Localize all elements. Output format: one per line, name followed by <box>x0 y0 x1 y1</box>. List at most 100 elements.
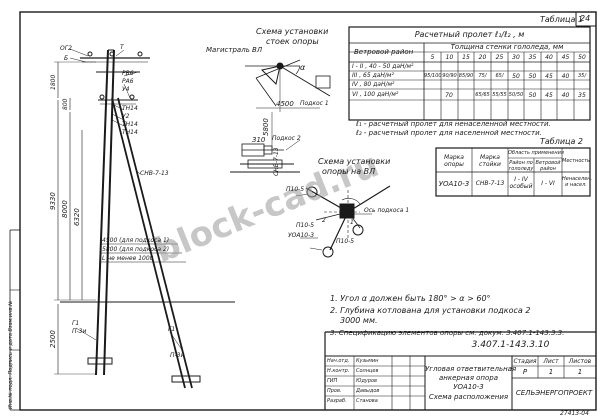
ice-col-20: 20 <box>478 54 487 61</box>
table1-note-2: ℓ₂ - расчетный пролет для населенной мес… <box>356 129 542 137</box>
table1-title: Таблица 1 <box>540 15 584 24</box>
ice-col-10: 10 <box>445 54 454 61</box>
role-check: Пров. <box>327 388 342 394</box>
note-3: 3. Спецификацию элементов опоры см. доку… <box>330 329 565 337</box>
ice-col-15: 15 <box>462 54 470 61</box>
table1-cell-r2-c3: 85/90 <box>458 73 474 79</box>
scheme-title-2: Схема установки <box>318 157 391 166</box>
scheme-number-1: 1 <box>350 219 354 226</box>
district-row-4: VI , 100 даН/м² <box>352 91 399 98</box>
document-code: 3.407.1-143.3.10 <box>471 340 550 350</box>
label-ra6: РА6 <box>122 78 134 85</box>
table1-cell-r4-c7: 50 <box>528 92 537 99</box>
table1-cell-r2-c5: 65/ <box>495 73 504 79</box>
table1-span-header: Расчетный пролет ℓ₁/ℓ₂ , м <box>414 30 525 39</box>
label-tn14-c: ТН14 <box>122 129 138 136</box>
sheet-value: 1 <box>548 368 554 376</box>
table2-header-terrain: Местность <box>562 158 590 164</box>
table1-cell-r4-c8: 45 <box>545 92 553 99</box>
table2-header-ice: Район по гололеду <box>508 160 534 172</box>
scheme-title-2b: опоры на ВЛ <box>322 167 376 176</box>
table1-cell-r2-c7: 50 <box>528 73 537 80</box>
role-head: Нач.отд. <box>327 358 350 364</box>
label-b: Б <box>64 55 69 62</box>
stage-value: Р <box>522 368 528 376</box>
label-tn14-a: ТН14 <box>122 105 138 112</box>
table1-cell-r4-c4: 65/65 <box>475 92 490 98</box>
label-side-stand: СНВ-7-13 <box>273 147 280 176</box>
table1-ice-header: Толщина стенки гололеда, мм <box>450 43 564 51</box>
dim-6320: 6320 <box>73 208 81 226</box>
table1-cell-r2-c6: 50 <box>512 73 520 80</box>
label-u4: У4 <box>122 86 130 93</box>
person-dev: Станова <box>356 398 378 404</box>
person-norm: Солнцев <box>356 368 379 374</box>
ice-col-25: 25 <box>495 54 504 61</box>
dim-5800: 5800 <box>262 118 270 136</box>
ice-col-45: 45 <box>561 54 570 61</box>
title-line-1: Угловая ответвительная <box>425 365 517 373</box>
dim-1800: 1800 <box>50 75 57 90</box>
label-t: Т <box>120 44 124 51</box>
table1-note-1: ℓ₁ - расчетный пролет для ненаселенной м… <box>356 120 551 128</box>
label-p10-5-a: П10-5 <box>286 186 305 193</box>
ice-col-50: 50 <box>578 54 586 61</box>
table1-cell-r4-c5: 55/55 <box>492 92 507 98</box>
table2-cell-pole: УОА10-3 <box>438 180 470 188</box>
district-row-1: I - II , 40 - 50 даН/м² <box>352 63 414 70</box>
role-dev: Разраб. <box>327 398 347 404</box>
label-axis-pod1: Ось подкоса 1 <box>364 207 410 214</box>
table1-cell-r2-c8: 45 <box>545 73 553 80</box>
table1-cell-r4-c6: 50/50 <box>508 92 524 98</box>
dim-8000: 8000 <box>61 200 69 218</box>
person-gip: Юдуров <box>356 378 377 384</box>
table1-cell-r4-c1: 70 <box>445 92 453 99</box>
scheme-number-2: 2 <box>322 217 326 224</box>
label-og2: ОГ2 <box>60 45 72 52</box>
note-2b: 3000 мм. <box>340 316 378 325</box>
label-pod2: Подкос 2 <box>272 135 301 142</box>
stage-label: Стадия <box>513 358 537 365</box>
dim-800: 800 <box>62 98 69 110</box>
note-1: 1. Угол α должен быть 180° > α > 60° <box>330 294 491 303</box>
dim-4500-top: 4500 <box>276 100 294 108</box>
scheme-title-1: Схема установки <box>256 27 329 36</box>
table2-header-pole: Марка опоры <box>444 154 464 168</box>
table1-cell-r2-c2: 90/90 <box>442 73 457 79</box>
table2-cell-stand: СНВ-7-13 <box>475 180 505 187</box>
table1-cell-r2-c4: 75/ <box>478 73 487 79</box>
title-line-4: Схема расположения <box>428 393 509 401</box>
ice-col-40: 40 <box>545 54 553 61</box>
table2-header-area: Область применения <box>508 150 564 156</box>
left-stamp: Инв.№ подл. Подпись и дата Взам.инв.№ <box>8 300 14 409</box>
table2-cell-wind: I - VI <box>541 180 555 187</box>
role-norm: Н.контр. <box>327 368 350 374</box>
sheet-label: Лист <box>543 358 559 365</box>
table1-row-header: Ветровой район <box>354 48 414 56</box>
label-uoa: УОА10-3 <box>288 232 315 239</box>
ice-col-35: 35 <box>528 54 537 61</box>
title-line-2: анкерная опора <box>438 374 499 382</box>
sheets-value: 1 <box>577 368 583 376</box>
district-row-2: III , 65 даН/м² <box>352 72 394 79</box>
table2-header-stand: Марка стойки <box>479 154 501 168</box>
table2-header-wind: Ветровой район <box>535 160 561 172</box>
label-p3u-b: П-3и <box>170 352 185 359</box>
dim-9330: 9330 <box>49 192 57 210</box>
sheets-label: Листов <box>568 358 592 365</box>
label-g1-b: Г1 <box>168 326 176 333</box>
label-p10-5-b: П10-5 <box>296 222 315 229</box>
brace-note-3: L не менее 1000 <box>102 255 154 262</box>
table1-cell-r2-c1: 95/100 <box>424 73 442 79</box>
title-line-3: УОА10-3 <box>453 383 484 391</box>
brace-note-1: 4500 (для подкоса 1) <box>102 237 170 244</box>
dim-2500: 2500 <box>49 330 57 348</box>
brace-note-2: 5800 (для подкоса 2) <box>102 246 170 253</box>
label-u2: У2 <box>122 113 130 120</box>
table1-cell-r2-c9: 40 <box>561 73 570 80</box>
label-p10-5-c: П10-5 <box>336 238 355 245</box>
person-check: Давыдов <box>356 388 380 394</box>
note-2: 2. Глубина котлована для установки подко… <box>330 306 531 315</box>
ice-col-30: 30 <box>512 54 520 61</box>
